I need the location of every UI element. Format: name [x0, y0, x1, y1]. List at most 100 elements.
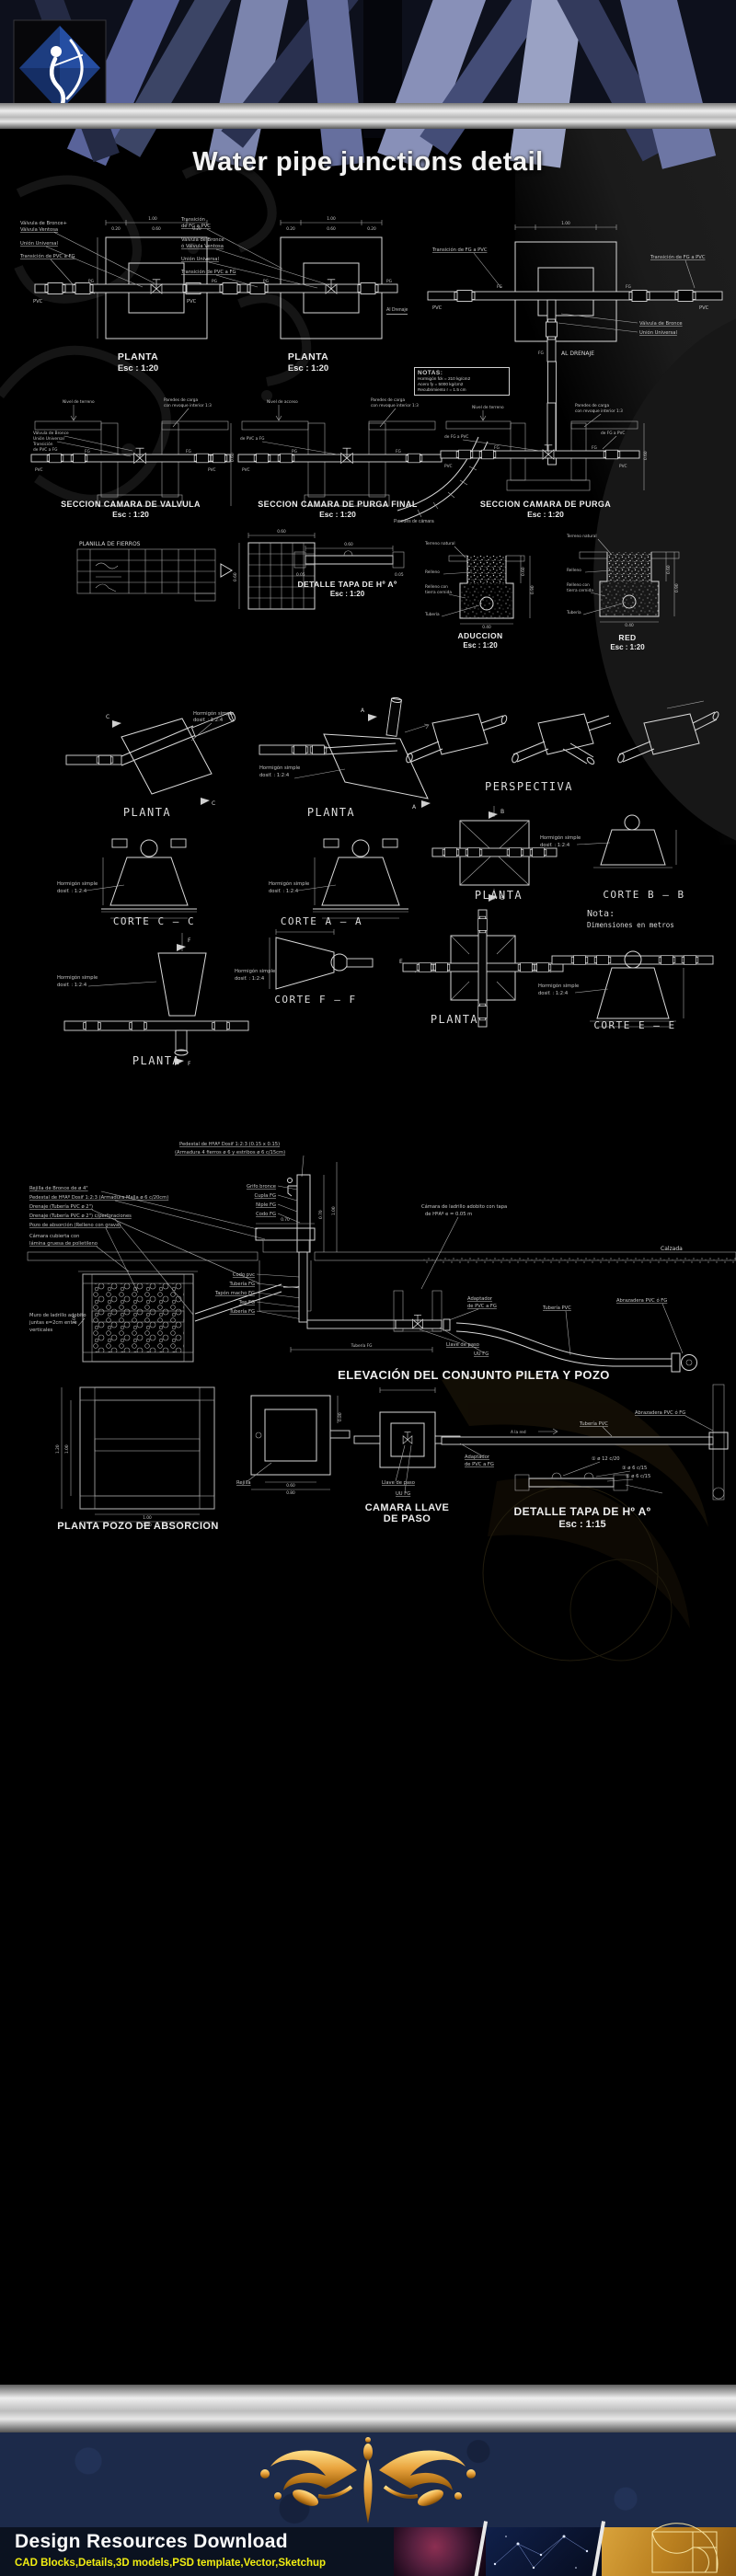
dim: 0.90: [674, 583, 680, 592]
fig-corte-aa: Hormigón simple dosif. : 1:2:4: [269, 838, 408, 919]
caption-red: RED Esc : 1:20: [572, 633, 683, 651]
label: Válvula de Bronce: [33, 430, 69, 436]
label: Hormigón simple: [193, 710, 234, 717]
label: con revoque interior 1:3: [164, 403, 212, 408]
dim: 0.60: [152, 226, 161, 232]
caption-corte-aa: CORTE A — A: [259, 915, 384, 927]
label: Relleno con: [567, 582, 590, 588]
fig-planta-purga: 1.00 Transición de FG a PVC Transición d…: [427, 221, 723, 362]
label: ② ø 6 c/15: [626, 1474, 650, 1479]
label: Cámara de ladrillo adobito con tapa: [421, 1203, 507, 1210]
label: Pedestal de HºAº Dosif 1:2:3 (0.15 x 0.1…: [179, 1142, 280, 1147]
dim: 0.70: [281, 1217, 290, 1223]
dim: 1.00: [143, 1515, 152, 1521]
fig-tapa-mesh: 0.60 0.60: [233, 529, 316, 610]
label: Hormigón simple: [538, 983, 579, 989]
caption-aduccion: ADUCCION Esc : 1:20: [425, 631, 535, 650]
label: Válvula de Bronce+: [20, 220, 67, 226]
caption-scale: Esc : 1:15: [558, 1519, 606, 1530]
dim: 1.20: [143, 1523, 152, 1528]
header-pipes-photo: [0, 0, 736, 170]
caption-detalle-tapa-15: DETALLE TAPA DE Hº Aº Esc : 1:15: [481, 1505, 684, 1530]
fig-junction-planta-c: C Hormigón simple dosif. : 1:2:4 C: [65, 710, 236, 807]
label: Unión Universal: [181, 256, 219, 262]
fig-planta-bb: B B: [431, 806, 558, 902]
label: PVC: [432, 305, 443, 311]
label: Paredes de carga: [575, 403, 609, 408]
label: de PVC a FG: [465, 1462, 494, 1467]
cut-letter: F: [188, 937, 191, 944]
label: Hormigón simple: [57, 880, 98, 887]
caption-seccion-purga-final: SECCION CAMARA DE PURGA FINAL Esc : 1:20: [232, 500, 443, 519]
fig-pileta-planta: 0.80 0.60 0.80 Rejilla: [236, 1395, 351, 1496]
label: Relleno con: [425, 584, 448, 590]
golden-spiral: [651, 2523, 719, 2573]
caption-title: CORTE F — F: [274, 994, 357, 1006]
label: Drenaje (Tubería PVC ø 2"): [29, 1203, 93, 1210]
dim: 0.60: [230, 453, 236, 462]
label: FG: [497, 284, 502, 290]
dim-label: Tubería FG: [351, 1342, 373, 1349]
fig-tapa-seccion: 0.60 0.05 0.05: [293, 542, 405, 578]
footer-nebula-image: [394, 2527, 486, 2576]
dim: 1.20: [55, 1444, 61, 1454]
label: de FG a PVC: [181, 224, 211, 229]
label: Transición de PVC a FG: [180, 269, 236, 275]
notas-box: NOTAS: Hormigón fck = 210 kg/cm2 Acero f…: [414, 367, 510, 396]
label: Tubería FG: [228, 1281, 255, 1287]
caption-tee-planta: PLANTA: [97, 1054, 216, 1067]
fig-tee-planta: F F Hormigón simple dosif. : 1:2:4: [57, 933, 249, 1067]
nota-title: Nota:: [587, 909, 615, 919]
cut-letter: B: [500, 809, 504, 815]
label: Llave de paso: [382, 1480, 415, 1486]
page-title: Water pipe junctions detail: [192, 147, 544, 177]
label: dosif. : 1:2:4: [269, 889, 299, 894]
label: PVC: [444, 464, 453, 469]
caption-corte-ee: CORTE E — E: [570, 1019, 699, 1031]
label: de PVC a FG: [33, 447, 57, 453]
fig-aduccion: Terreno natural Relleno Relleno con tier…: [424, 541, 535, 630]
label-paredes-camara: Paredes de cámara: [394, 519, 434, 524]
label: PG: [292, 449, 297, 454]
label: PVC: [208, 467, 216, 473]
dim: 1.00: [148, 216, 157, 222]
label: FG: [396, 449, 401, 454]
fig-seccion-purga: Nivel de terreno Paredes de carga con re…: [440, 402, 649, 491]
fig-corte-ee: Hormigón simple dosif. : 1:2:4: [538, 950, 714, 1028]
label: A la red: [511, 1430, 526, 1435]
caption-scale: Esc : 1:20: [287, 363, 329, 374]
header-silver-band: [0, 103, 736, 129]
label: Abrazadera PVC ó FG: [616, 1297, 667, 1304]
dim: 1.00: [64, 1444, 70, 1454]
dim: 0.60: [286, 1483, 295, 1489]
caption-title: PLANTA: [306, 806, 356, 819]
caption-title: SECCION CAMARA DE PURGA FINAL: [258, 500, 418, 509]
caption-planta-junction-c: PLANTA: [87, 806, 207, 819]
caption-scale: Esc : 1:20: [610, 643, 645, 651]
fig-corte-cc: Hormigón simple dosif. : 1:2:4: [57, 838, 197, 919]
label-al-drenaje: Al Drenaje: [386, 307, 408, 315]
caption-title: PLANTA POZO DE ABSORCION: [57, 1521, 219, 1532]
label: Hormigón simple: [540, 834, 581, 841]
label: Adaptador: [465, 1455, 490, 1460]
label: de PVC a FG: [467, 1304, 497, 1309]
fig-elevacion-conjunto: Pedestal de HºAº Dosif 1:2:3 (0.15 x 0.1…: [27, 1142, 736, 1373]
caption-title: DETALLE TAPA DE Hº Aº: [297, 580, 397, 589]
footer-subtitle: CAD Blocks,Details,3D models,PSD templat…: [15, 2558, 327, 2569]
label: Paredes de carga: [164, 397, 198, 403]
label: Tubería FG: [228, 1308, 255, 1315]
label: dosif. : 1:2:4: [57, 983, 87, 988]
label: Cupla FG: [255, 1193, 276, 1199]
caption-detalle-tapa-20: DETALLE TAPA DE Hº Aº Esc : 1:20: [271, 580, 423, 598]
label: Nivel de terreno: [63, 399, 95, 405]
label: verticales: [29, 1328, 53, 1333]
label: Paredes de carga: [371, 397, 405, 403]
label: Abrazadera PVC ó FG: [635, 1409, 685, 1416]
label: ó Válvula Ventosa: [181, 243, 224, 249]
dim: 1.00: [561, 221, 570, 226]
caption-title: ADUCCION: [457, 631, 503, 640]
label: Nivel de terreno: [472, 405, 504, 410]
label: Drenaje (Tubería PVC ø 2") c/perforaci​o…: [29, 1213, 132, 1219]
label: Válvula Ventosa: [20, 226, 58, 233]
